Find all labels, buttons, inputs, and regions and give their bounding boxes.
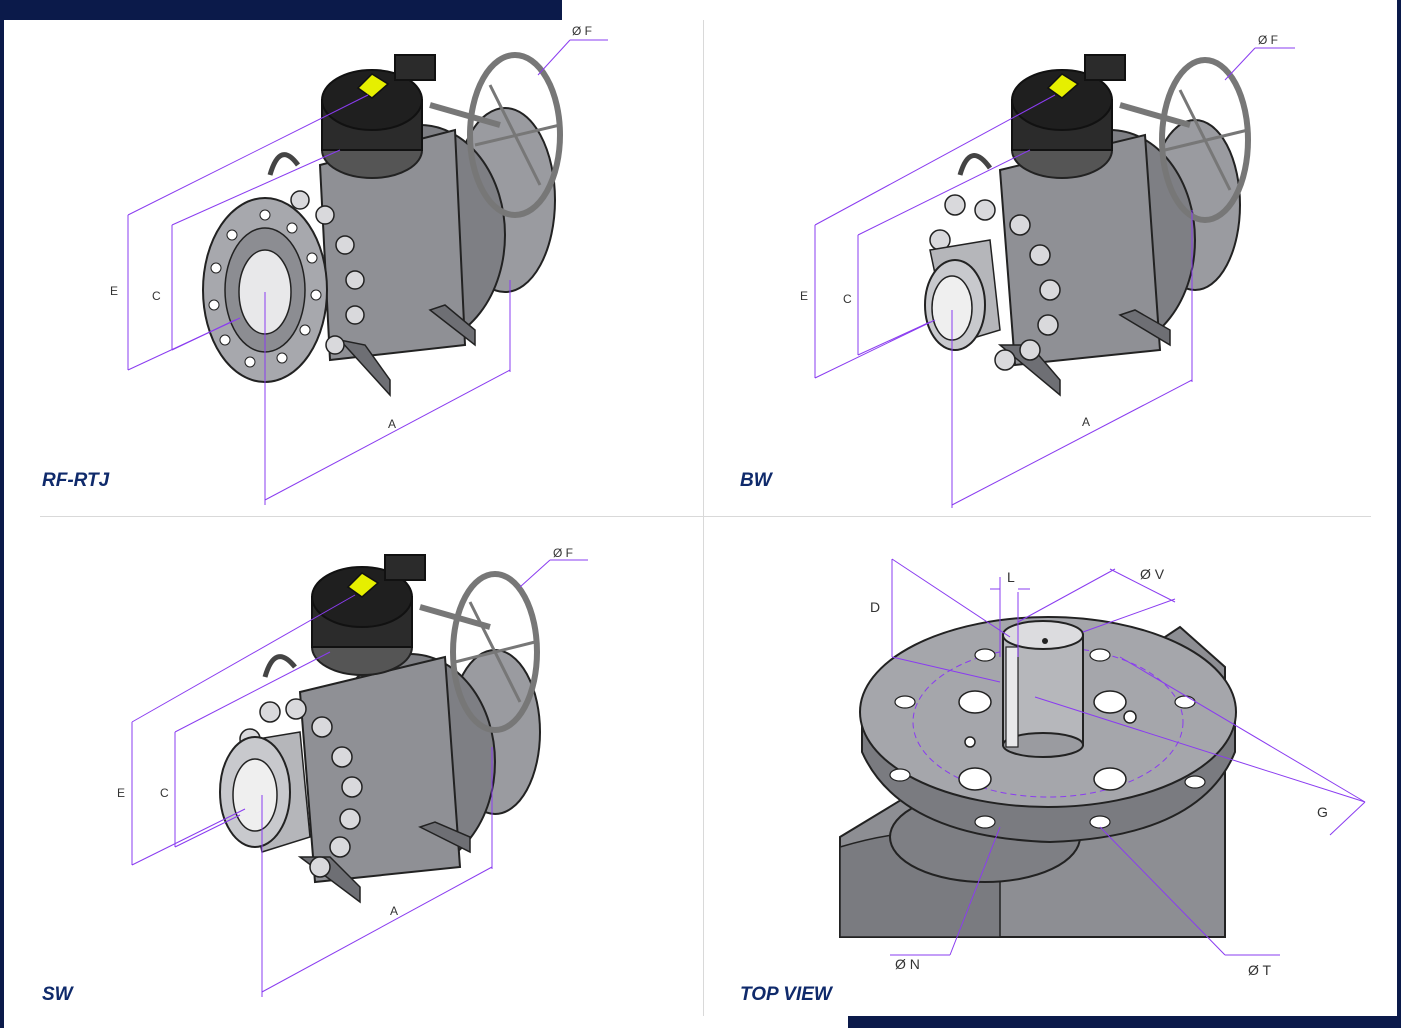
- frame-left-border: [0, 0, 4, 1028]
- dim-c-label: C: [843, 292, 852, 306]
- dim-f-label: Ø F: [1258, 33, 1278, 47]
- dim-a-label: A: [388, 417, 396, 431]
- vertical-divider: [703, 20, 704, 1016]
- dim-f-label: Ø F: [572, 24, 592, 38]
- dim-a-label: A: [1082, 415, 1090, 429]
- dim-g-label: G: [1317, 804, 1328, 820]
- dim-c-label: C: [152, 289, 161, 303]
- panel-sw: E C A Ø F SW: [0, 517, 700, 1016]
- panel-rf-rtj: E C A Ø F RF-RTJ: [0, 0, 700, 515]
- dim-v-label: Ø V: [1140, 566, 1165, 582]
- dim-n-label: Ø N: [895, 956, 920, 972]
- panel-top-view: D L Ø V G Ø N Ø T TOP VIEW: [700, 517, 1400, 1016]
- caption-rf-rtj: RF-RTJ: [42, 470, 110, 491]
- dim-l-label: L: [1007, 569, 1015, 585]
- caption-sw: SW: [42, 984, 73, 1005]
- frame-right-border: [1397, 0, 1401, 1028]
- horizontal-divider: [40, 516, 1371, 517]
- rf-rtj-valve-drawing: E C A Ø F: [110, 24, 608, 505]
- dim-e-label: E: [110, 284, 118, 298]
- panel-bw: E C A Ø F BW: [700, 0, 1400, 515]
- caption-top-view: TOP VIEW: [740, 984, 832, 1005]
- dim-c-label: C: [160, 786, 169, 800]
- dim-a-label: A: [390, 904, 398, 918]
- top-view-drawing: D L Ø V G Ø N Ø T: [839, 558, 1366, 978]
- sw-valve-drawing: E C A Ø F: [117, 546, 588, 997]
- bw-valve-drawing: E C A Ø F: [800, 33, 1295, 508]
- dim-e-label: E: [800, 289, 808, 303]
- footer-accent-bar: [848, 1016, 1401, 1028]
- caption-bw: BW: [740, 470, 772, 491]
- dim-t-label: Ø T: [1248, 962, 1272, 978]
- dim-d-label: D: [870, 599, 880, 615]
- header-accent-bar: [0, 0, 562, 20]
- dim-e-label: E: [117, 786, 125, 800]
- dim-f-label: Ø F: [553, 546, 573, 560]
